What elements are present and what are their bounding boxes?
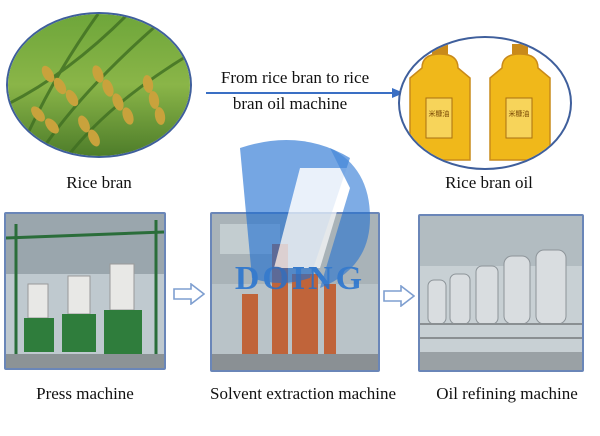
watermark-text: DOING bbox=[234, 260, 366, 297]
rice-bran-oil-caption: Rice bran oil bbox=[445, 173, 533, 192]
rice-bran-caption: Rice bran bbox=[66, 173, 132, 192]
rice-bran-oil-image: 米糠油 米糠油 bbox=[398, 36, 572, 170]
doing-logo-watermark: DOING bbox=[200, 128, 400, 318]
press-machine-image bbox=[4, 212, 166, 370]
flow-arrow-1 bbox=[173, 282, 206, 310]
bottle-label-right: 米糠油 bbox=[509, 109, 530, 118]
press-machine-caption: Press machine bbox=[36, 384, 134, 403]
bottle-label-left: 米糠油 bbox=[429, 109, 450, 118]
oil-refining-machine-image bbox=[418, 214, 584, 372]
solvent-extraction-machine-caption: Solvent extraction machine bbox=[210, 384, 396, 403]
center-note-line1: From rice bran to rice bbox=[220, 68, 370, 87]
flow-arrow-2 bbox=[383, 284, 416, 312]
oil-refining-machine-caption: Oil refining machine bbox=[436, 384, 578, 403]
rice-bran-image bbox=[6, 12, 192, 158]
center-note-line2: bran oil machine bbox=[232, 94, 348, 113]
